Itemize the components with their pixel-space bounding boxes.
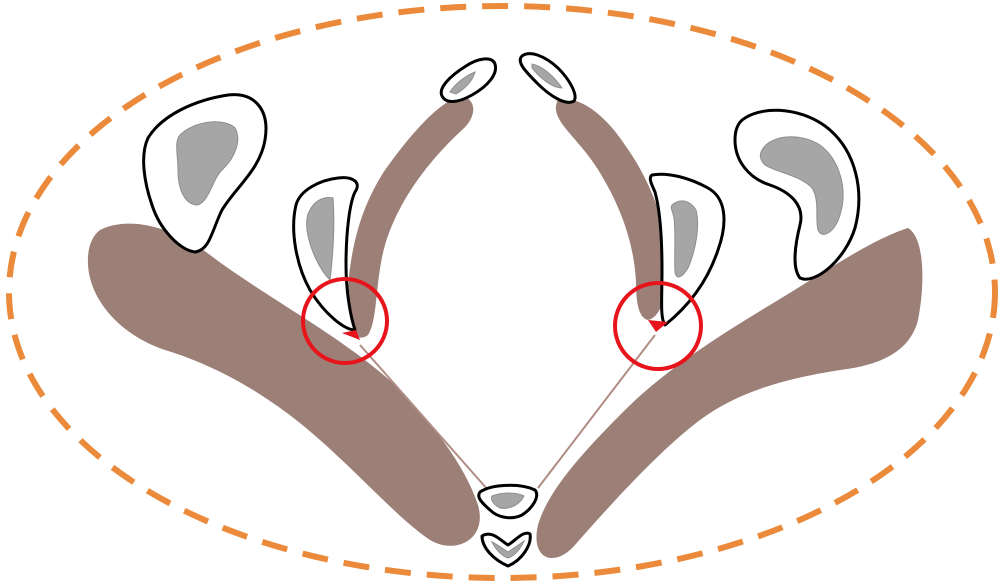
bottom-lower-bone xyxy=(482,533,530,566)
right-inner-bone xyxy=(650,174,724,325)
right-lower-muscle xyxy=(536,228,922,558)
left-upper-muscle xyxy=(347,96,474,338)
right-outer-bone xyxy=(735,110,859,279)
left-inner-bone xyxy=(294,178,358,330)
left-outer-bone xyxy=(144,95,266,252)
left-lower-muscle xyxy=(88,224,480,546)
left-top-bone xyxy=(441,59,495,102)
right-top-bone xyxy=(520,54,575,103)
bottom-upper-bone xyxy=(479,485,537,517)
right-upper-muscle xyxy=(556,99,668,320)
